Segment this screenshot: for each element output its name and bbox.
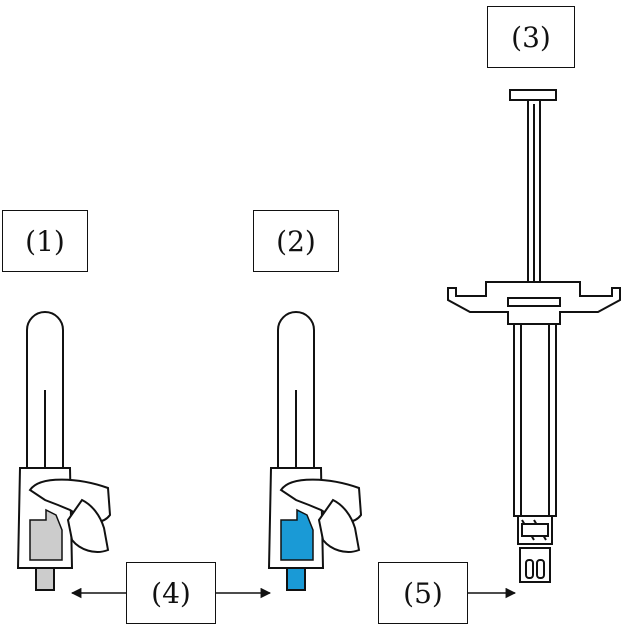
- vial-adapter-1: [16, 311, 112, 591]
- label-2: (2): [253, 210, 339, 272]
- syringe: [447, 89, 621, 583]
- vial-adapter-2: [267, 311, 363, 591]
- label-3: (3): [487, 6, 575, 68]
- label-4: (4): [126, 562, 216, 624]
- label-5: (5): [378, 562, 468, 624]
- label-1: (1): [2, 210, 88, 272]
